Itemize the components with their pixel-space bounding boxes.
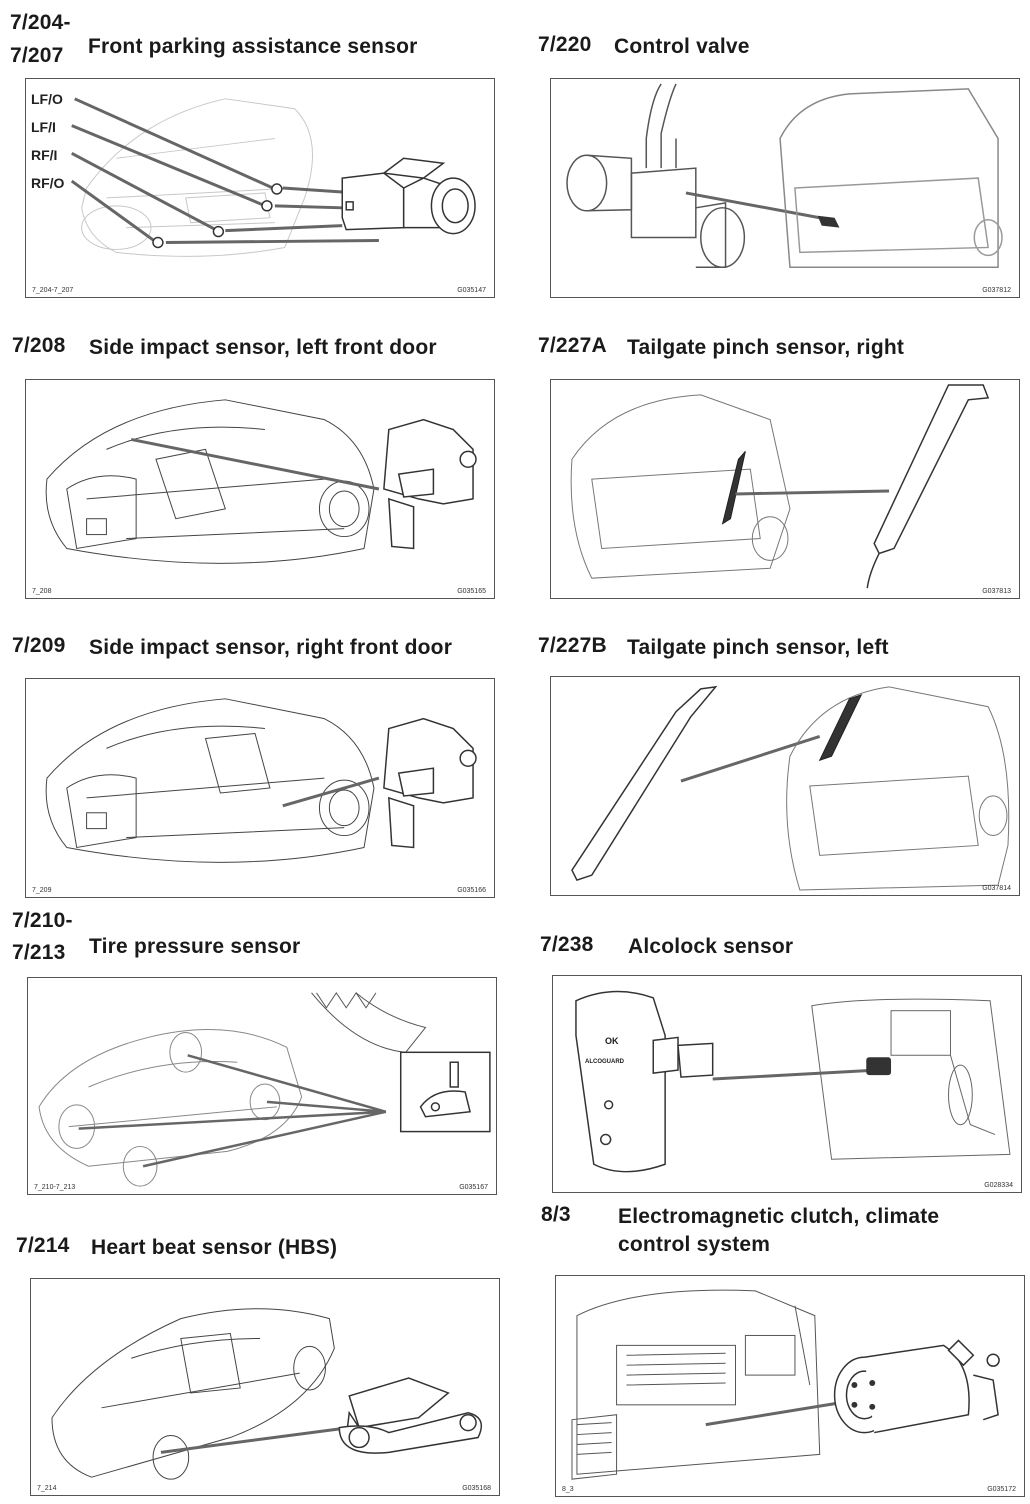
side-impact-right-illustration [45,698,477,863]
section-title: Tailgate pinch sensor, right [627,336,905,359]
callout-label: LF/O [31,91,63,107]
tire-pressure-illustration [38,991,491,1187]
device-brand-text: ALCOGUARD [585,1059,624,1065]
section-title: Tailgate pinch sensor, left [627,636,889,659]
figure-ref-right: G037812 [982,287,1011,294]
section-code: 7/208 [12,334,66,357]
tailgate-right-illustration [570,384,990,589]
control-valve-illustration [566,83,1003,269]
figure-side-impact-right: 7_209 G035166 [25,678,495,898]
figure-control-valve: G037812 [550,78,1020,298]
section-code: 7/238 [540,933,594,956]
figure-ref-right: G035165 [457,588,486,595]
section-code: 7/210- 7/213 [12,909,73,964]
section-code: 7/204- 7/207 [10,11,71,67]
figure-ref-left: 7_209 [32,887,52,894]
alcolock-illustration [575,990,1011,1173]
figure-tailgate-right: G037813 [550,379,1020,599]
parking-sensor-illustration [70,97,476,257]
device-ok-text: OK [605,1036,619,1046]
figure-tire-pressure: 7_210-7_213 G035167 [27,977,497,1195]
figure-ref-left: 7_210-7_213 [34,1184,76,1191]
section-title: Control valve [614,35,750,58]
section-code: 8/3 [541,1203,571,1226]
section-title: Tire pressure sensor [89,935,301,958]
section-code: 7/227B [538,634,607,657]
figure-ref-right: G035172 [987,1486,1016,1493]
figure-ref-right: G037813 [982,588,1011,595]
side-impact-left-illustration [45,399,477,564]
figure-ref-right: G035167 [459,1184,488,1191]
heart-beat-illustration [51,1308,483,1480]
figure-ref-left: 8_3 [562,1486,574,1493]
figure-tailgate-left: G037814 [550,676,1020,896]
figure-ref-right: G035166 [457,887,486,894]
figure-heart-beat-sensor: 7_214 G035168 [30,1278,500,1496]
figure-ref-right: G035168 [462,1485,491,1492]
section-title: Electromagnetic clutch, climate control … [618,1205,940,1256]
figure-ref-left: 7_204-7_207 [32,287,74,294]
figure-ref-left: 7_208 [32,588,52,595]
section-title: Side impact sensor, left front door [89,336,437,359]
figure-alcolock: OK ALCOGUARD G028334 [552,975,1022,1193]
figure-ref-left: 7_214 [37,1485,57,1492]
section-title: Alcolock sensor [628,935,794,958]
figure-ref-right: G037814 [982,885,1011,892]
section-code: 7/209 [12,634,66,657]
figure-ref-right: G028334 [984,1182,1013,1189]
clutch-illustration [571,1289,1000,1480]
callout-label: LF/I [31,119,56,135]
section-title: Heart beat sensor (HBS) [91,1236,338,1259]
tailgate-left-illustration [571,685,1010,891]
section-code: 7/227A [538,334,607,357]
section-title: Side impact sensor, right front door [89,636,453,659]
figure-side-impact-left: 7_208 G035165 [25,379,495,599]
callout-label: RF/I [31,147,58,163]
figure-clutch: 8_3 G035172 [555,1275,1025,1497]
figure-parking-sensor: LF/O LF/I RF/I RF/O 7_204-7_207 G035147 [25,78,495,298]
section-title: Front parking assistance sensor [88,35,418,58]
section-code: 7/214 [16,1234,70,1257]
callout-label: RF/O [31,175,65,191]
section-code: 7/220 [538,33,592,56]
figure-ref-right: G035147 [457,287,486,294]
